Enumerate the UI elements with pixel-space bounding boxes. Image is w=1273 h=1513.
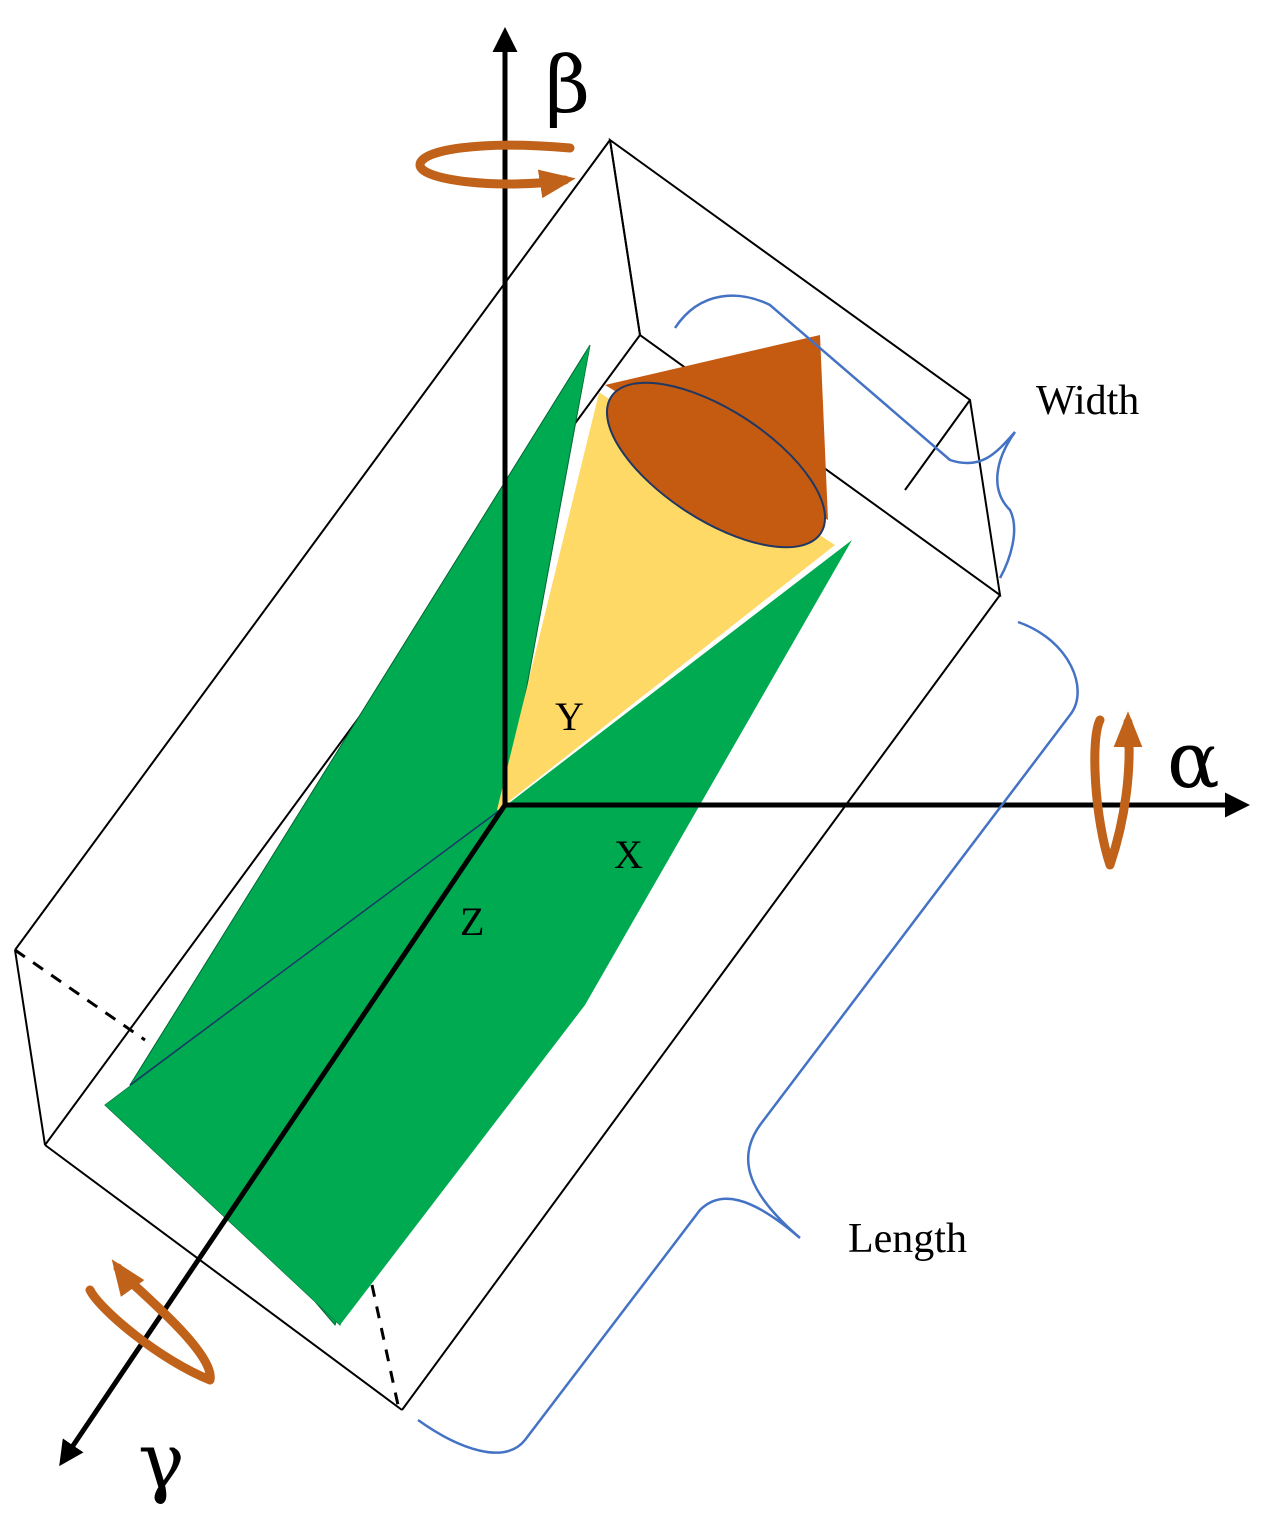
gamma-rotation-arrow-icon (85, 1267, 215, 1385)
beta-rotation-arrow-icon (415, 140, 576, 199)
rotation-arrows (85, 140, 1143, 1385)
braces (417, 294, 1079, 1454)
cone (497, 335, 835, 811)
width-label: Width (1036, 378, 1139, 424)
green-planes (104, 344, 852, 1327)
y-label: Y (555, 694, 584, 739)
green-plane-back (130, 345, 590, 1085)
green-plane-right (105, 540, 852, 1325)
gamma-axis (59, 803, 508, 1467)
cone-base (605, 381, 827, 549)
alpha-label: α (1167, 716, 1220, 806)
x-label: X (614, 832, 643, 877)
width-brace (673, 294, 1017, 579)
gamma-label: γ (138, 1417, 185, 1507)
length-brace (417, 620, 1079, 1454)
length-label: Length (848, 1216, 967, 1262)
box-hidden-edges (14, 948, 400, 1406)
z-label: Z (460, 899, 484, 944)
beta-label: β (545, 41, 590, 131)
